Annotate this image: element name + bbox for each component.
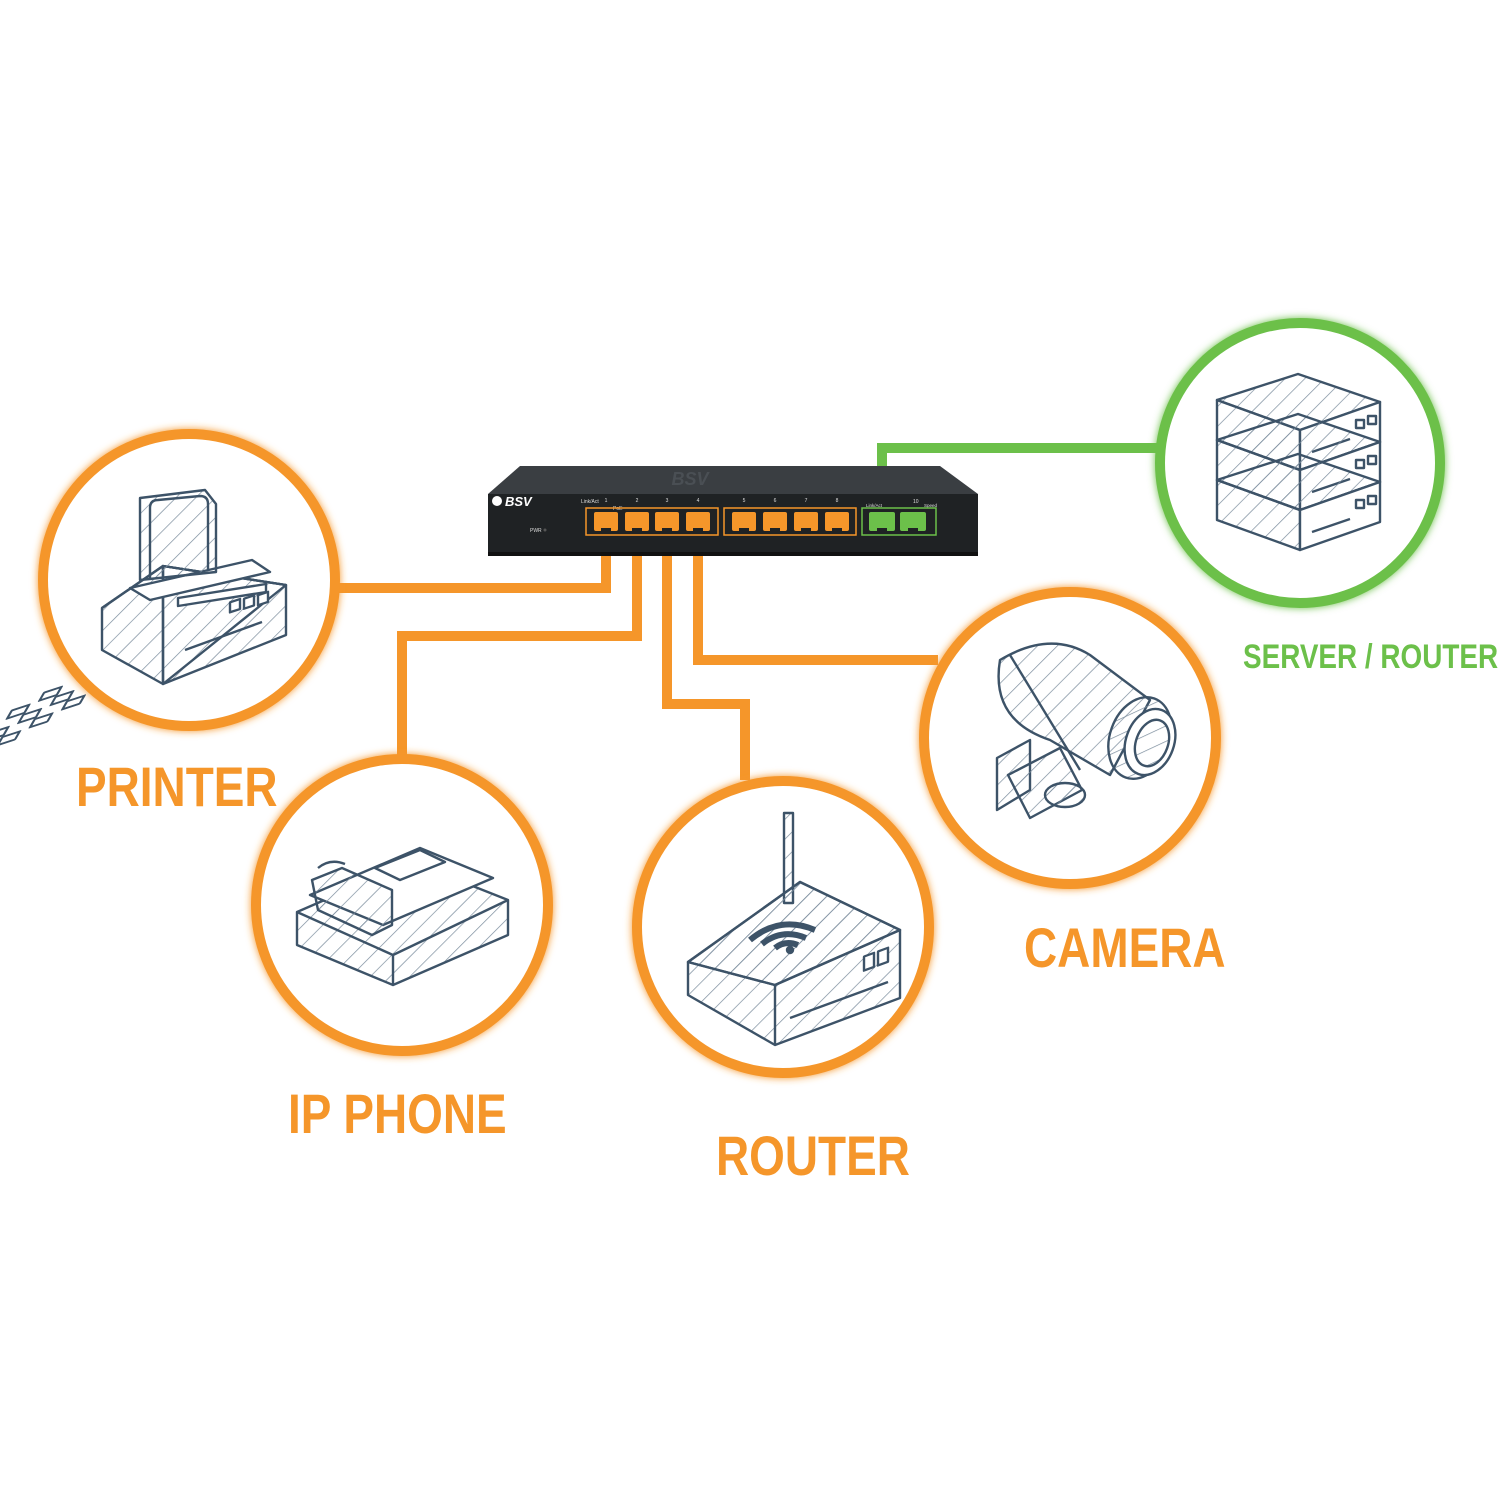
port-group-1 xyxy=(585,507,719,536)
phone-icon xyxy=(0,685,510,987)
port-latch-2 xyxy=(632,528,642,532)
port-number-5: 5 xyxy=(743,498,746,504)
keypad-key xyxy=(17,707,43,725)
keypad-key xyxy=(0,725,10,743)
keypad-key xyxy=(28,712,54,729)
port-numbers: 1 2 3 4 5 6 7 8 xyxy=(605,498,839,504)
keypad xyxy=(0,685,87,747)
ethernet-port-8 xyxy=(825,512,849,531)
uplink-port-1 xyxy=(869,512,895,531)
server-label: SERVER / ROUTER xyxy=(1243,638,1499,676)
keypad-key xyxy=(5,703,31,720)
ethernet-port-6 xyxy=(763,512,787,531)
ethernet-port-4 xyxy=(686,512,710,531)
port-latch-3 xyxy=(662,528,672,532)
uplink-10-label: 10 xyxy=(913,499,919,505)
printer-icon xyxy=(100,488,288,686)
port-number-3: 3 xyxy=(666,498,669,504)
port-latch-4 xyxy=(693,528,703,532)
speed-label: Speed xyxy=(924,503,938,508)
port-number-8: 8 xyxy=(836,498,839,504)
pwr-label: PWR xyxy=(530,528,542,534)
router-icon xyxy=(686,811,902,1047)
port-latch-6 xyxy=(770,528,780,532)
port-number-6: 6 xyxy=(774,498,777,504)
switch-base xyxy=(488,552,978,556)
ethernet-ports xyxy=(594,512,926,532)
brand-logo-icon xyxy=(492,496,502,506)
server-unit-3 xyxy=(1215,452,1382,552)
poe-switch: BSV BSV PWR Link/Act PoE Link/Act 10 Spe… xyxy=(488,466,978,556)
camera-icon xyxy=(995,642,1177,820)
port-group-uplink xyxy=(861,507,937,536)
port-number-4: 4 xyxy=(697,498,700,504)
ip-phone-label: IP PHONE xyxy=(288,1082,507,1145)
port-latch-8 xyxy=(832,528,842,532)
ethernet-port-7 xyxy=(794,512,818,531)
camera-label: CAMERA xyxy=(1024,916,1226,979)
port-number-7: 7 xyxy=(805,498,808,504)
router-label: ROUTER xyxy=(716,1124,910,1187)
link-ip-phone xyxy=(397,518,642,762)
port-number-2: 2 xyxy=(636,498,639,504)
keypad-key xyxy=(60,694,87,711)
uplink-label: Link/Act xyxy=(866,503,883,508)
poe-label: PoE xyxy=(613,506,623,512)
port-group-2 xyxy=(723,507,857,536)
port-latch-7 xyxy=(801,528,811,532)
ethernet-port-3 xyxy=(655,512,679,531)
ethernet-port-1 xyxy=(594,512,618,531)
pwr-led xyxy=(543,528,547,532)
keypad-key xyxy=(49,690,75,707)
switch-top xyxy=(488,466,978,494)
server-icon xyxy=(1215,372,1382,552)
switch-top-logo: BSV xyxy=(671,469,710,489)
uplink-latch-1 xyxy=(877,528,887,532)
link-router xyxy=(662,518,750,780)
link-camera xyxy=(693,518,938,665)
keypad-key xyxy=(37,685,64,702)
link-act-label: Link/Act xyxy=(581,499,599,505)
port-latch-1 xyxy=(601,528,611,532)
printer-label: PRINTER xyxy=(76,755,278,818)
port-number-1: 1 xyxy=(605,498,608,504)
uplink-port-2 xyxy=(900,512,926,531)
ethernet-port-5 xyxy=(732,512,756,531)
uplink-latch-2 xyxy=(908,528,918,532)
keypad-key xyxy=(0,730,22,747)
ethernet-port-2 xyxy=(625,512,649,531)
port-latch-5 xyxy=(739,528,749,532)
switch-brand: BSV xyxy=(505,494,533,509)
